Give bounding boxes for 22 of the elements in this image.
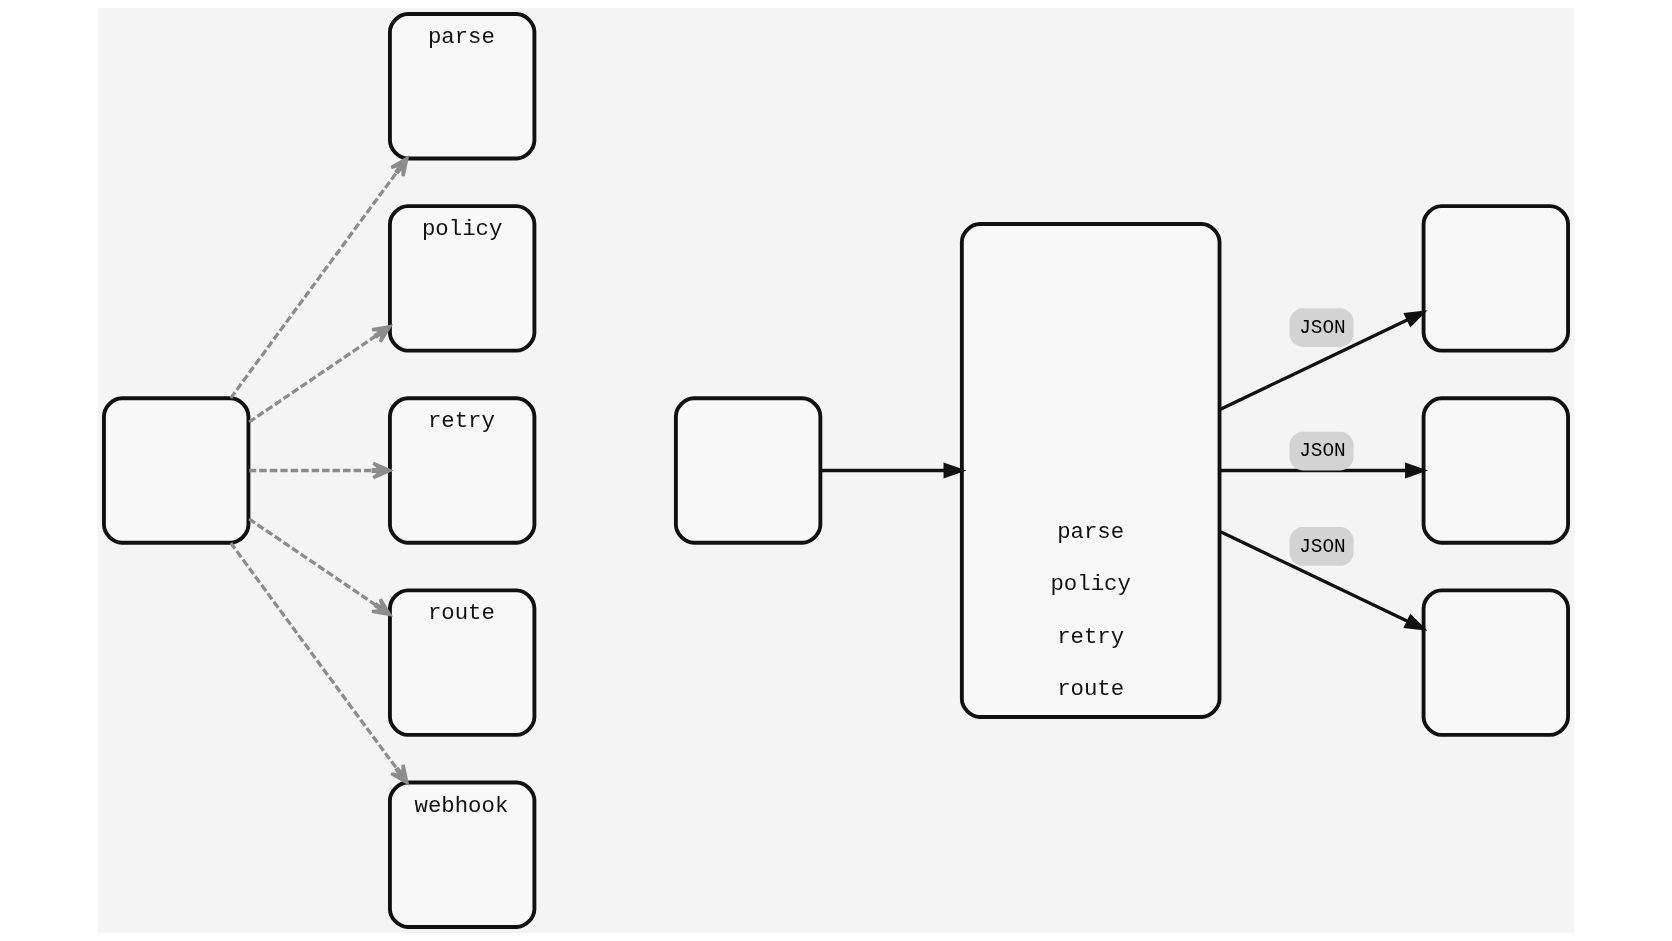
- arrow: [229, 542, 409, 785]
- edge-label: JSON: [1299, 316, 1346, 339]
- node-box: [1421, 588, 1570, 737]
- node-box: webhook: [388, 780, 537, 929]
- arrow: [249, 461, 392, 480]
- node-box: [1421, 204, 1570, 353]
- arrow: [248, 517, 392, 617]
- edge-label: JSON: [1299, 440, 1346, 463]
- edge-label: JSON: [1299, 535, 1346, 558]
- node-box: [673, 396, 823, 545]
- arrow: [1219, 462, 1429, 479]
- node-box: [102, 396, 251, 545]
- node-box: [1421, 396, 1570, 545]
- node-box: parse policy retry route: [959, 222, 1222, 719]
- arrow: [229, 156, 409, 399]
- node-box: policy: [388, 204, 537, 353]
- node-box: route: [388, 588, 537, 737]
- node-box: retry: [388, 396, 537, 545]
- arrow: [1219, 530, 1428, 631]
- arrow: [820, 462, 967, 479]
- arrow: [248, 324, 392, 424]
- node-box: parse: [388, 12, 537, 161]
